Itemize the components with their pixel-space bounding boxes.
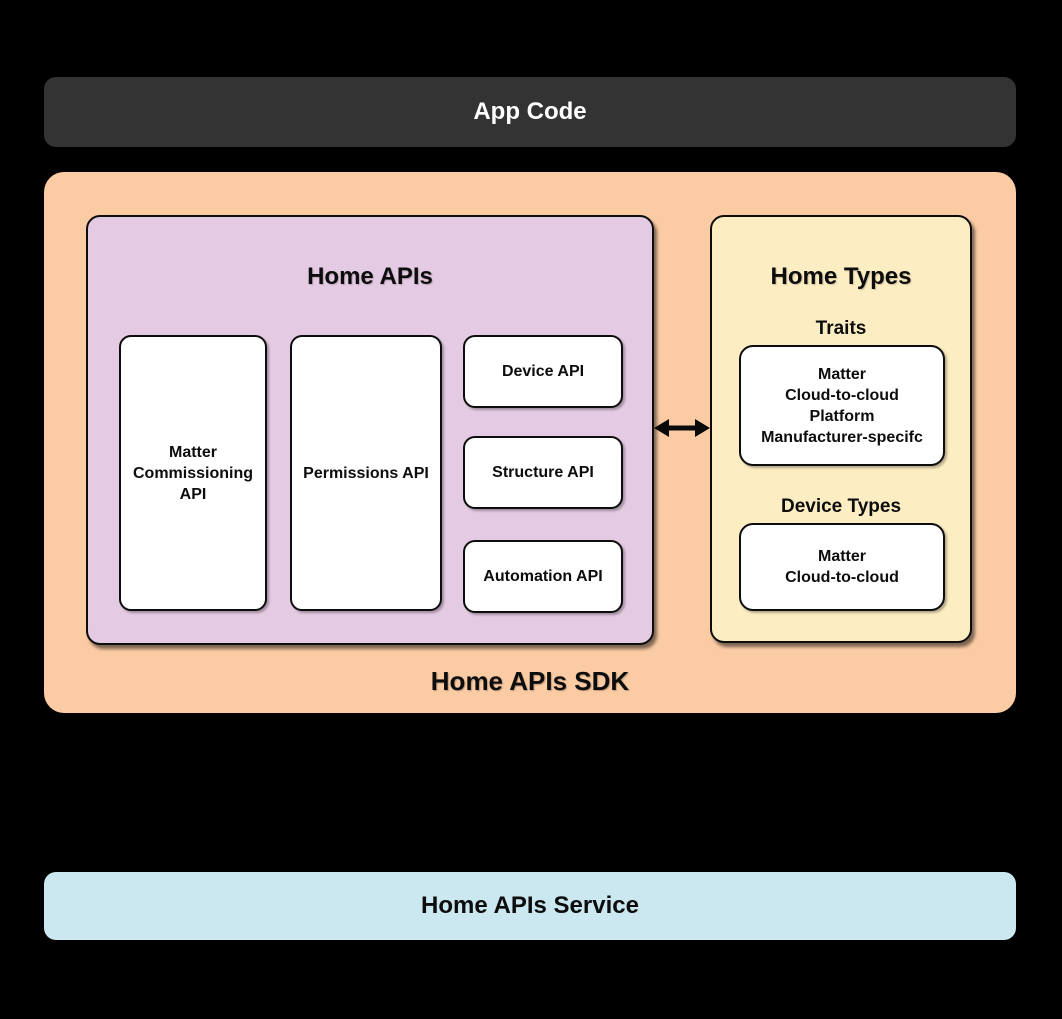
device-types-box: Matter Cloud-to-cloud <box>739 523 945 611</box>
traits-box: Matter Cloud-to-cloud Platform Manufactu… <box>739 345 945 466</box>
home-apis-sdk-box: Home APIs Matter Commissioning API Permi… <box>44 172 1016 713</box>
traits-heading: Traits <box>815 318 867 339</box>
structure-api-box: Structure API <box>463 436 623 509</box>
app-code-box: App Code <box>44 77 1016 147</box>
home-apis-service-label: Home APIs Service <box>421 892 639 919</box>
home-apis-service-box: Home APIs Service <box>44 872 1016 940</box>
automation-api-box: Automation API <box>463 540 623 613</box>
home-apis-sdk-label: Home APIs SDK <box>430 666 630 696</box>
device-api-box: Device API <box>463 335 623 408</box>
home-apis-title: Home APIs <box>307 263 433 290</box>
matter-commissioning-api-box: Matter Commissioning API <box>119 335 267 611</box>
app-code-label: App Code <box>473 98 587 125</box>
permissions-api-box: Permissions API <box>290 335 442 611</box>
home-apis-group: Home APIs Matter Commissioning API Permi… <box>86 215 654 645</box>
home-types-title: Home Types <box>770 263 912 290</box>
home-types-group: Home Types Traits Matter Cloud-to-cloud … <box>710 215 972 643</box>
bidirectional-arrow-icon <box>654 415 710 441</box>
device-types-heading: Device Types <box>780 496 902 517</box>
